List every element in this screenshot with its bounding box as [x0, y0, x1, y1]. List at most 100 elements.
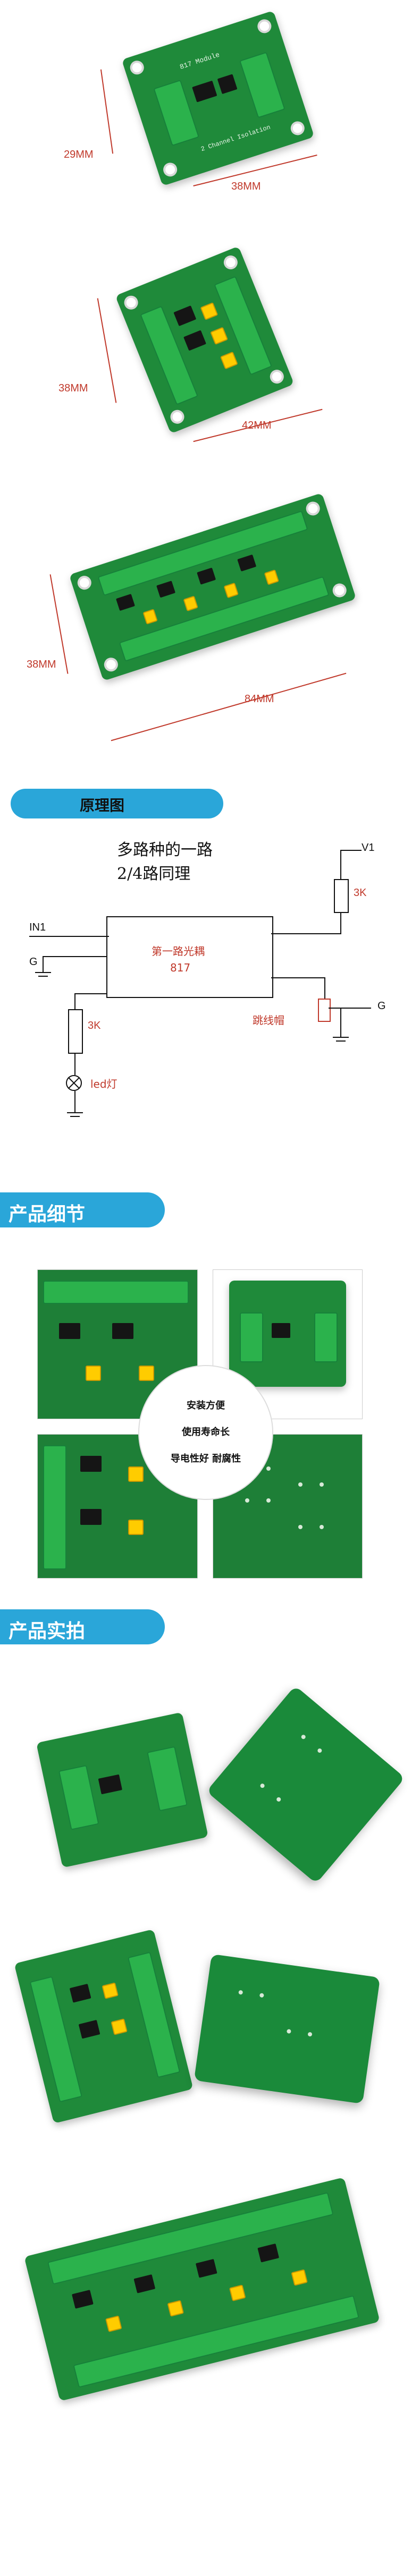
- wire: [340, 850, 362, 851]
- feature-2: 使用寿命长: [182, 1427, 230, 1438]
- module-label: 817 Module: [179, 50, 221, 71]
- wire: [329, 1008, 371, 1009]
- jumper-label: 跳线帽: [253, 1014, 284, 1027]
- jumper-cap: [229, 2284, 246, 2301]
- wire: [74, 993, 75, 1009]
- optocoupler-chip: [183, 330, 206, 351]
- led-symbol: [66, 1075, 82, 1091]
- dim-height-3: 38MM: [27, 659, 56, 670]
- details-title: 产品细节: [9, 1204, 86, 1225]
- board-2ch: 817 Module 2 Channel Isolation: [121, 10, 315, 186]
- feature-1: 安装方便: [187, 1400, 225, 1411]
- jumper-cap: [105, 2315, 122, 2332]
- ground-symbol: [38, 976, 48, 977]
- mount-hole: [289, 120, 307, 137]
- features-circle: 安装方便 使用寿命长 导电性好 耐腐性: [138, 1365, 273, 1500]
- opto-title: 第一路光耦: [152, 945, 205, 958]
- optocoupler-chip: [173, 305, 197, 327]
- terminal-block: [147, 1746, 188, 1812]
- mount-hole: [267, 368, 286, 386]
- wire: [324, 977, 325, 999]
- mount-hole: [75, 574, 94, 592]
- schematic-title: 原理图: [80, 797, 125, 814]
- wire: [271, 977, 324, 978]
- board-2ch-detail: [229, 1281, 346, 1387]
- jumper-cap: [220, 351, 238, 370]
- dim-line: [97, 298, 117, 403]
- ground-symbol: [336, 1040, 346, 1042]
- optocoupler-chip: [192, 80, 217, 103]
- feature-3: 导电性好 耐腐性: [170, 1453, 241, 1464]
- dim-line: [111, 672, 347, 741]
- optocoupler-chip: [237, 554, 257, 572]
- ground-symbol: [67, 1112, 83, 1113]
- mount-hole: [331, 582, 349, 599]
- jumper-symbol: [318, 999, 331, 1022]
- terminal-block: [43, 1445, 66, 1570]
- wire: [340, 1008, 341, 1037]
- optocoupler-chip: [156, 581, 176, 598]
- jumper-cap: [111, 2018, 128, 2035]
- dim-height-1: 29MM: [64, 149, 94, 160]
- schematic-desc-1: 多路种的一路: [117, 841, 213, 859]
- optocoupler-chip: [98, 1774, 122, 1795]
- optocoupler-box: [106, 916, 273, 998]
- jumper-cap: [128, 1520, 144, 1535]
- optocoupler-chip: [78, 2019, 100, 2039]
- jumper-cap: [291, 2269, 308, 2286]
- jumper-cap: [102, 1982, 119, 1999]
- optocoupler-chip: [59, 1323, 80, 1339]
- schematic-desc-2: 2/4路同理: [117, 865, 191, 883]
- terminal-block: [240, 1312, 263, 1362]
- v1-label: V1: [362, 842, 375, 854]
- mount-hole: [255, 17, 273, 35]
- terminal-block: [127, 1951, 181, 2078]
- r-left-label: 3K: [88, 1020, 101, 1031]
- detail-photo-2: [213, 1269, 363, 1419]
- photo-board-8ch: [24, 2177, 380, 2401]
- photo-board-4ch: [14, 1929, 194, 2124]
- ground-symbol: [70, 1116, 80, 1117]
- photo-board-2ch: [36, 1712, 208, 1868]
- g-right-label: G: [377, 1000, 386, 1012]
- board-4ch: [115, 246, 295, 434]
- photo-board-back-1: [206, 1685, 405, 1884]
- optocoupler-chip: [133, 2274, 156, 2293]
- mount-hole: [128, 58, 146, 76]
- details-header: 产品细节: [0, 1192, 165, 1227]
- mount-hole: [304, 500, 322, 517]
- dim-width-2: 42MM: [242, 420, 272, 431]
- ground-symbol: [35, 972, 51, 973]
- optocoupler-chip: [80, 1509, 102, 1525]
- resistor-left: [68, 1009, 83, 1054]
- terminal-block: [58, 1764, 99, 1830]
- terminal-block: [47, 2192, 334, 2285]
- wire: [74, 1054, 75, 1075]
- wire: [43, 956, 106, 957]
- wire: [271, 933, 341, 934]
- g-left-label: G: [29, 956, 38, 968]
- wire: [340, 913, 341, 934]
- jumper-cap: [210, 327, 229, 345]
- jumper-cap: [139, 1366, 154, 1381]
- optocoupler-chip: [69, 1983, 91, 2003]
- optocoupler-chip: [115, 594, 135, 611]
- dim-width-1: 38MM: [231, 181, 261, 192]
- resistor-top: [334, 879, 349, 913]
- jumper-cap: [183, 595, 198, 612]
- jumper-cap: [223, 582, 239, 599]
- terminal-block: [239, 52, 285, 118]
- channel-label: 2 Channel Isolation: [200, 123, 272, 153]
- wire: [74, 993, 107, 994]
- mount-hole: [102, 655, 120, 673]
- wire: [43, 956, 44, 972]
- mount-hole: [122, 293, 140, 312]
- in1-label: IN1: [29, 922, 46, 933]
- ground-symbol: [333, 1037, 349, 1038]
- dim-width-3: 84MM: [245, 693, 274, 705]
- terminal-block: [314, 1312, 338, 1362]
- wire: [29, 936, 109, 937]
- optocoupler-chip: [112, 1323, 133, 1339]
- opto-part: 817: [170, 961, 191, 974]
- terminal-block: [73, 2295, 359, 2388]
